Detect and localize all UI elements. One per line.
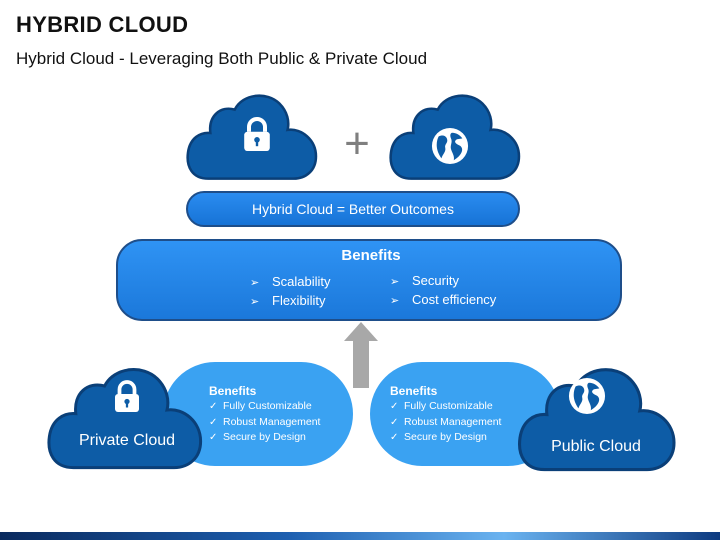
arrow-bullet-icon: ➢ (250, 277, 260, 289)
outcome-text: Hybrid Cloud = Better Outcomes (252, 201, 454, 217)
list-item: ➢Security (390, 272, 496, 291)
plus-icon: + (344, 119, 370, 168)
list-item: ➢Cost efficiency (390, 291, 496, 310)
check-icon: ✓ (209, 401, 218, 412)
public-benefits-list: Benefits ✓Fully Customizable ✓Robust Man… (390, 384, 501, 446)
public-benefits-pill (370, 362, 560, 466)
list-item: ➢Scalability (250, 273, 331, 292)
private-benefits-pill (163, 362, 353, 466)
check-icon: ✓ (209, 416, 218, 428)
public-benefits-title: Benefits (390, 384, 438, 398)
benefits-main-title: Benefits (341, 247, 401, 264)
private-benefits-title: Benefits (209, 384, 257, 398)
arrow-bullet-icon: ➢ (250, 296, 260, 308)
public-cloud-label: Public Cloud (551, 438, 641, 455)
globe-icon (431, 127, 469, 165)
list-item: ✓Robust Management (209, 415, 320, 431)
up-arrow (344, 322, 378, 388)
list-item: ✓Secure by Design (390, 430, 501, 446)
list-item: ✓Fully Customizable (209, 399, 320, 415)
list-item: ✓Secure by Design (209, 430, 320, 446)
check-icon: ✓ (390, 416, 399, 428)
benefits-main-box: Benefits ➢Scalability ➢Flexibility ➢Secu… (116, 239, 622, 321)
public-globe-icon (568, 377, 606, 415)
arrow-bullet-icon: ➢ (390, 276, 400, 288)
page-title: HYBRID CLOUD (16, 12, 189, 37)
benefits-right-list: ➢Security ➢Cost efficiency (390, 272, 496, 310)
outcome-pill: Hybrid Cloud = Better Outcomes (186, 191, 520, 227)
page-subtitle: Hybrid Cloud - Leveraging Both Public & … (16, 49, 428, 68)
list-item: ➢Flexibility (250, 292, 331, 311)
private-benefits-list: Benefits ✓Fully Customizable ✓Robust Man… (209, 384, 320, 446)
check-icon: ✓ (390, 401, 399, 412)
footer-bar (0, 532, 720, 540)
private-cloud-label: Private Cloud (78, 432, 176, 449)
list-item: ✓Robust Management (390, 415, 501, 431)
arrow-bullet-icon: ➢ (390, 295, 400, 307)
check-icon: ✓ (209, 432, 218, 443)
check-icon: ✓ (390, 432, 399, 443)
list-item: ✓Fully Customizable (390, 399, 501, 415)
benefits-left-list: ➢Scalability ➢Flexibility (250, 273, 331, 311)
